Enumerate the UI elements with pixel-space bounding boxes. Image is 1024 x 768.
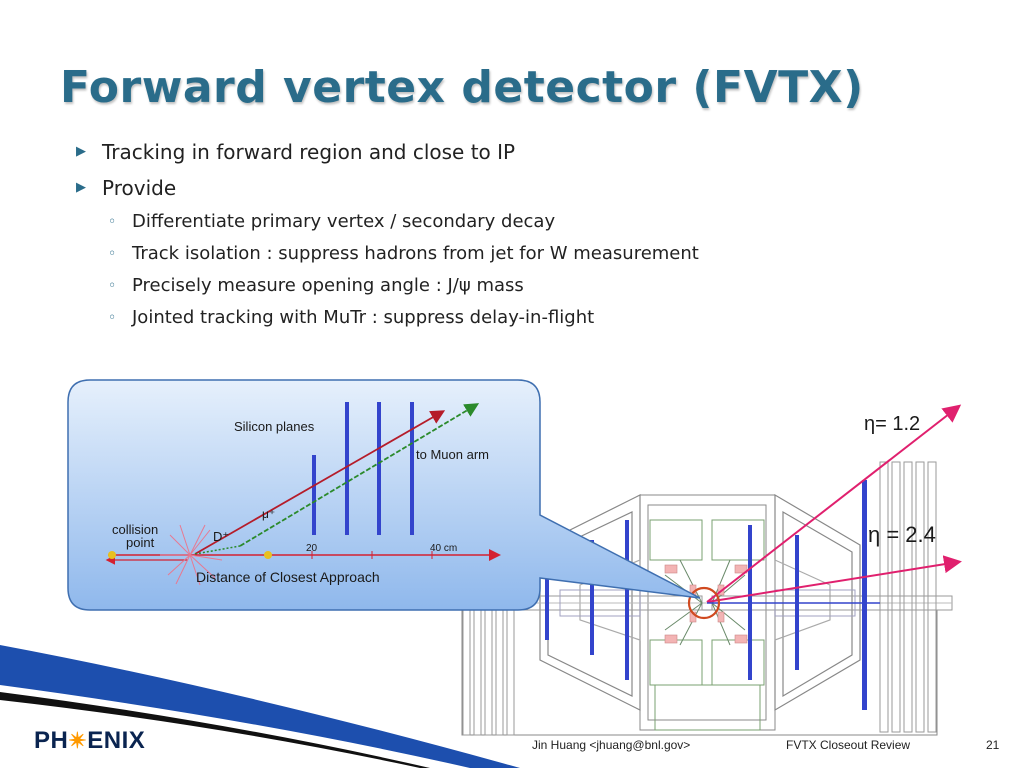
bullet-arrow-icon: ▶ [76,180,86,195]
footer-page-number: 21 [986,738,1000,752]
sub-bullet-item: ◦ Jointed tracking with MuTr : suppress … [72,302,972,334]
collision-label-line2: point [126,535,155,550]
sub-bullet-text: Differentiate primary vertex / secondary… [132,211,556,232]
silicon-planes-label: Silicon planes [234,419,315,434]
muon-label: μ⁺ [262,507,275,521]
bullet-list: ▶ Tracking in forward region and close t… [72,134,972,334]
phenix-logo: PH✴ENIX [34,727,145,755]
sub-bullet-text: Track isolation : suppress hadrons from … [132,243,699,264]
sub-bullet-circle-icon: ◦ [108,310,117,326]
sub-bullet-text: Jointed tracking with MuTr : suppress de… [132,307,595,328]
bullet-text: Tracking in forward region and close to … [102,140,516,164]
sub-bullet-item: ◦ Differentiate primary vertex / seconda… [72,206,972,238]
bullet-text: Provide [102,176,177,200]
footer-wave [0,645,520,768]
vertex-marker [264,551,272,559]
bullet-arrow-icon: ▶ [76,144,86,159]
d-meson-label: D⁺ [213,529,229,544]
slide-title: Forward vertex detector (FVTX) [60,62,864,113]
beam-marker [108,551,116,559]
bullet-item: ▶ Provide [72,170,972,206]
to-muon-arm-label: to Muon arm [416,447,489,462]
phenix-detector-drawing: η= 1.2 η = 2.4 [461,404,962,736]
sub-bullet-circle-icon: ◦ [108,214,117,230]
collision-label-line1: collision [112,522,158,537]
sub-bullet-circle-icon: ◦ [108,278,117,294]
eta-1-2-label: η= 1.2 [864,413,920,435]
sub-bullet-item: ◦ Precisely measure opening angle : J/ψ … [72,270,972,302]
footer-event: FVTX Closeout Review [786,738,911,752]
footer-author: Jin Huang <jhuang@bnl.gov> [532,738,691,752]
collision-burst-icon [160,524,223,586]
scale-tick-40: 40 cm [430,543,457,554]
dca-label: Distance of Closest Approach [196,569,380,585]
sub-bullet-circle-icon: ◦ [108,246,117,262]
logo-sun-icon: ✴ [68,728,88,753]
logo-text-part2: ENIX [87,727,146,754]
sub-bullet-text: Precisely measure opening angle : J/ψ ma… [132,275,524,296]
sub-bullet-item: ◦ Track isolation : suppress hadrons fro… [72,238,972,270]
scale-tick-20: 20 [306,543,318,554]
eta-2-4-label: η = 2.4 [868,522,936,547]
callout-bubble: Silicon planes to Muon arm μ⁺ D⁺ 20 40 c… [67,379,701,611]
logo-text-part1: PH [34,727,69,754]
silicon-planes [312,402,414,535]
bullet-item: ▶ Tracking in forward region and close t… [72,134,972,170]
